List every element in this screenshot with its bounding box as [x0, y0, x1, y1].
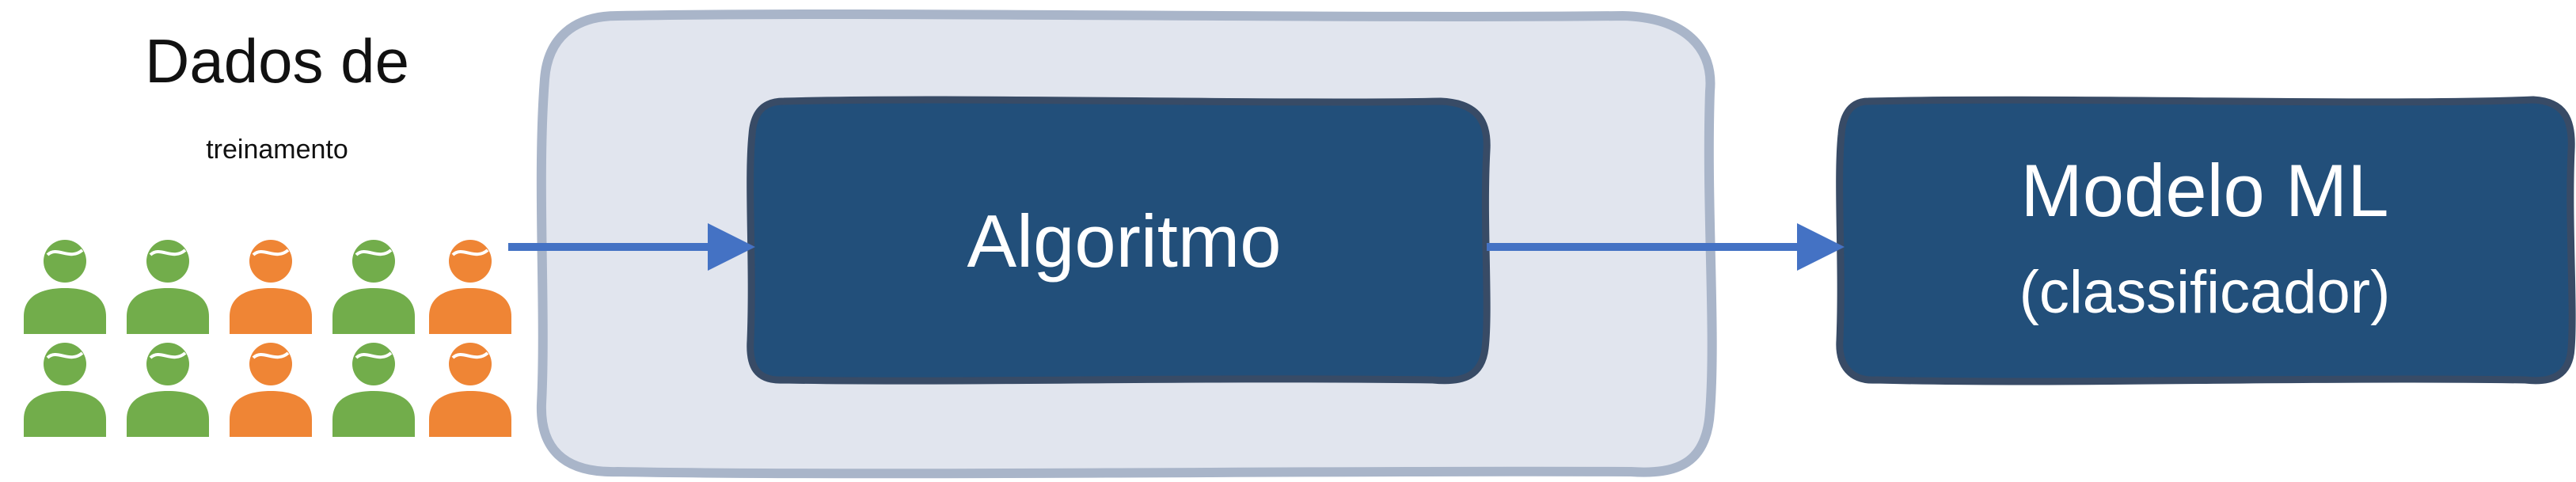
training-data-subtitle: treinamento [206, 135, 348, 165]
algorithm-box [747, 96, 1491, 385]
person-icon-negative [230, 343, 312, 437]
person-icon-positive [332, 240, 415, 334]
person-icon-positive [127, 343, 209, 437]
model-sublabel: (classificador) [2019, 259, 2391, 326]
person-icon-negative [429, 240, 511, 334]
model-box [1836, 96, 2576, 385]
training-data-title: Dados de [145, 26, 409, 96]
person-icon-positive [24, 343, 106, 437]
algorithm-label: Algoritmo [967, 199, 1282, 283]
person-icon-negative [230, 240, 312, 334]
person-icon-positive [127, 240, 209, 334]
model-label: Modelo ML [2020, 149, 2389, 232]
person-icon-positive [24, 240, 106, 334]
person-icon-negative [429, 343, 511, 437]
person-icon-positive [332, 343, 415, 437]
training-people-grid [24, 240, 511, 437]
